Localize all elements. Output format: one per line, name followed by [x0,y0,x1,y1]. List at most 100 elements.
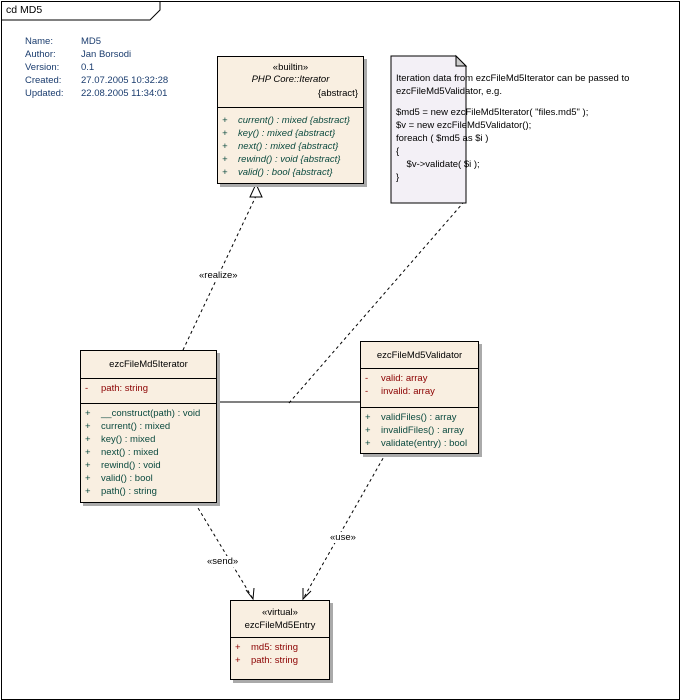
attributes: - valid: array - invalid: array [361,369,478,408]
meta-value: 27.07.2005 10:32:28 [81,75,169,86]
operation[interactable]: + valid() : bool {abstract} [218,166,363,179]
note-shape [390,55,467,204]
operation[interactable]: + rewind() : void {abstract} [218,153,363,166]
operation-text: current() : mixed {abstract} [238,115,350,126]
meta-key: Updated: [25,88,64,99]
visibility: + [222,141,228,152]
note-line: } [396,172,400,183]
visibility: + [85,421,91,432]
visibility: + [222,154,228,165]
note-line [396,98,666,106]
visibility: + [365,425,371,436]
class-header: «builtin» PHP Core::Iterator {abstract} [218,57,363,108]
attribute-text: valid: array [381,373,428,384]
class-name: ezcFileMd5Validator [361,342,478,369]
attribute[interactable]: + path: string [231,654,329,667]
operations: +validFiles() : array +invalidFiles() : … [361,408,478,453]
operation-text: valid() : bool [101,473,153,484]
attributes: +md5: string + path: string [231,638,329,670]
operation-text: rewind() : void {abstract} [238,154,341,165]
visibility: + [365,438,371,449]
operation[interactable]: +rewind() : void [81,459,216,472]
meta-value: 22.08.2005 11:34:01 [81,88,168,99]
attributes: - path: string [81,379,216,404]
visibility: + [85,473,91,484]
visibility: + [85,486,91,497]
stereotype: «builtin» [272,62,309,73]
note-line: $v->validate( $i ); [396,159,480,170]
operation-text: key() : mixed {abstract} [238,128,336,139]
send-link[interactable] [194,502,254,600]
operation[interactable]: + current() : mixed [81,420,216,433]
operation-text: key() : mixed [101,434,156,445]
operation[interactable]: + valid() : bool [81,472,216,485]
class-ezcfilemd5entry[interactable]: «virtual» ezcFileMd5Entry +md5: string +… [230,600,330,680]
attribute-text: invalid: array [381,386,435,397]
class-header: «virtual» ezcFileMd5Entry [231,601,329,638]
realize-arrowhead [249,182,263,198]
metadata-keys: Name: Author: Version: Created: Updated: [25,35,64,100]
meta-key: Author: [25,49,56,60]
use-label: «use» [330,532,356,543]
attribute-text: path: string [251,655,298,666]
frame-label: cd MD5 [6,4,43,16]
note-line: ezcFileMd5Validator, e.g. [396,86,502,97]
attribute[interactable]: - valid: array [361,372,478,385]
visibility: + [85,408,91,419]
note-line: foreach ( $md5 as $i ) [396,133,489,144]
use-arrowhead [302,588,312,601]
note[interactable]: Iteration data from ezcFileMd5Iterator c… [391,56,666,219]
operation[interactable]: + next() : mixed [81,446,216,459]
attribute[interactable]: - path: string [81,382,216,395]
class-ezcfilemd5validator[interactable]: ezcFileMd5Validator - valid: array - inval… [360,341,479,454]
realize-label: «realize» [199,270,238,281]
visibility: + [85,434,91,445]
visibility: + [235,642,241,653]
operation-text: valid() : bool {abstract} [238,167,333,178]
visibility: - [365,373,369,384]
metadata-values: MD5 Jan Borsodi 0.1 27.07.2005 10:32:28 … [81,35,168,100]
operation-text: rewind() : void [101,460,161,471]
class-ezcfilemd5iterator[interactable]: ezcFileMd5Iterator - path: string +__cons… [80,350,217,503]
note-line: $v = new ezcFileMd5Validator(); [396,120,532,131]
operation[interactable]: + next() : mixed {abstract} [218,140,363,153]
note-line: Iteration data from ezcFileMd5Iterator c… [396,73,630,84]
attribute[interactable]: +md5: string [231,641,329,654]
visibility: - [365,386,369,397]
class-name: ezcFileMd5Entry [244,620,316,631]
visibility: + [235,655,241,666]
meta-value: 0.1 [81,62,95,73]
visibility: + [85,447,91,458]
operation-text: next() : mixed {abstract} [238,141,339,152]
class-php-core-iterator[interactable]: «builtin» PHP Core::Iterator {abstract} … [217,56,364,184]
operations: +current() : mixed {abstract} +key() : m… [218,108,363,182]
operation[interactable]: +validFiles() : array [361,411,478,424]
class-name: PHP Core::Iterator [251,74,330,85]
operation[interactable]: +validate(entry) : bool [361,437,478,450]
operation[interactable]: + key() : mixed [81,433,216,446]
operation[interactable]: + path() : string [81,485,216,498]
meta-key: Version: [25,62,60,73]
operations: +__construct(path) : void + current() : m… [81,404,216,501]
operation-text: path() : string [101,486,157,497]
visibility: + [222,167,228,178]
use-link[interactable] [302,452,387,600]
attribute-text: path: string [101,383,148,394]
class-name: ezcFileMd5Iterator [81,351,216,379]
note-link[interactable] [288,202,464,404]
operation-text: invalidFiles() : array [381,425,464,436]
operation[interactable]: +key() : mixed {abstract} [218,127,363,140]
operation-text: current() : mixed [101,421,171,432]
attribute[interactable]: - invalid: array [361,385,478,398]
operation[interactable]: + invalidFiles() : array [361,424,478,437]
visibility: - [85,383,89,394]
meta-key: Created: [25,75,62,86]
operation[interactable]: +current() : mixed {abstract} [218,114,363,127]
operation-text: next() : mixed [101,447,159,458]
operation[interactable]: +__construct(path) : void [81,407,216,420]
operation-text: validFiles() : array [381,412,457,423]
note-line: { [396,146,400,157]
frame-tab-border [1,1,161,21]
abstract-tag: {abstract} [317,88,358,99]
note-fold [455,54,468,67]
